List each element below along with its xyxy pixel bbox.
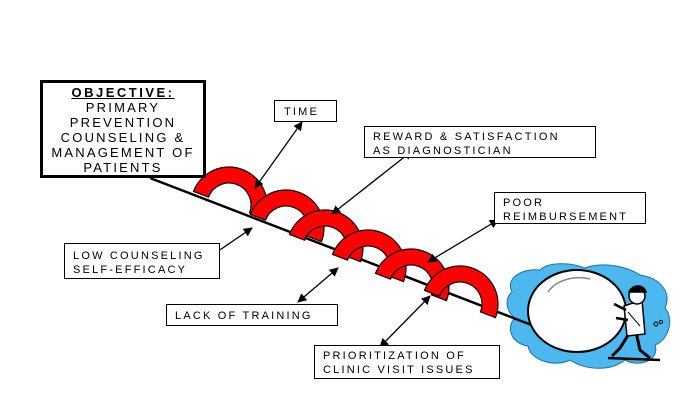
label-time: TIME <box>274 100 337 122</box>
person-pushing-icon <box>607 285 664 362</box>
arrow-training <box>297 267 339 303</box>
label-reimbursement: POOR REIMBURSEMENT <box>494 192 646 224</box>
hurdle-arch <box>423 265 499 319</box>
arrow-reward <box>331 150 413 215</box>
arrow-prioritization <box>379 295 431 348</box>
objective-line: COUNSELING & <box>60 130 186 145</box>
label-reward: REWARD & SATISFACTION AS DIAGNOSTICIAN <box>364 126 596 158</box>
label-prioritization: PRIORITIZATION OF CLINIC VISIT ISSUES <box>314 345 500 379</box>
objective-line: PREVENTION <box>69 115 177 130</box>
boulder-icon <box>527 269 627 353</box>
hurdle-arch <box>331 229 407 283</box>
objective-box: OBJECTIVE: PRIMARY PREVENTION COUNSELING… <box>40 80 206 178</box>
label-self-efficacy: LOW COUNSELING SELF-EFFICACY <box>64 243 220 279</box>
hurdles <box>192 166 499 319</box>
hurdle-arch <box>249 189 325 243</box>
objective-text: PRIMARY PREVENTION COUNSELING & MANAGEME… <box>43 100 203 175</box>
arrow-reimbursement <box>427 219 499 263</box>
label-training: LACK OF TRAINING <box>166 304 338 326</box>
arrow-time <box>254 121 303 189</box>
objective-line: PRIMARY <box>85 100 161 115</box>
objective-line: PATIENTS <box>83 160 163 175</box>
objective-line: MANAGEMENT OF <box>51 145 195 160</box>
hurdle-arch <box>288 209 364 263</box>
objective-title: OBJECTIVE: <box>71 85 175 100</box>
